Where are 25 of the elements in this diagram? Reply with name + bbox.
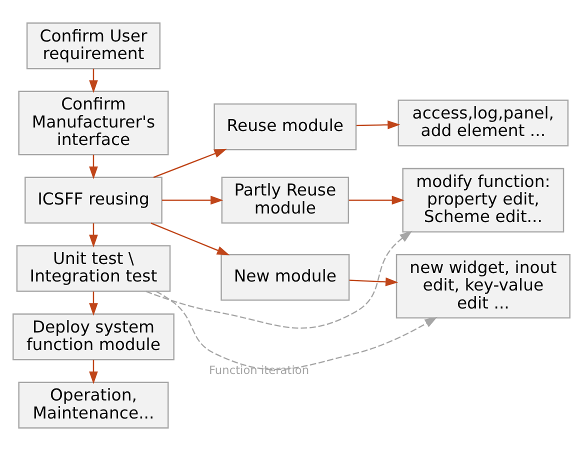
node-box: Operation, Maintenance... [18, 382, 169, 429]
node-box: Confirm Manufacturer's interface [18, 90, 169, 156]
node-box: access,log,panel, add element ... [398, 100, 569, 146]
arrow [89, 154, 98, 180]
node-box: Confirm User requirement [26, 22, 161, 70]
node-box: new widget, inout edit, key-value edit ... [396, 254, 570, 318]
arrow [153, 148, 227, 178]
node-box: Deploy system function module [12, 313, 174, 360]
arrow [348, 196, 404, 205]
arrow [162, 196, 224, 205]
arrow [89, 223, 98, 248]
node-box: Unit test \ Integration test [16, 245, 171, 292]
node-box: ICSFF reusing [24, 176, 162, 224]
arrow [156, 290, 438, 370]
arrow [89, 68, 98, 93]
node-box: modify function: property edit, Scheme edit... [402, 168, 564, 232]
arrow [356, 120, 400, 130]
node-box: Partly Reuse module [221, 176, 350, 224]
arrow [349, 277, 398, 286]
node-box: New module [220, 254, 350, 301]
arrow [150, 222, 230, 256]
arrow [89, 292, 98, 316]
arrow [89, 360, 98, 384]
arrow [146, 230, 412, 329]
node-box: Reuse module [214, 103, 357, 150]
